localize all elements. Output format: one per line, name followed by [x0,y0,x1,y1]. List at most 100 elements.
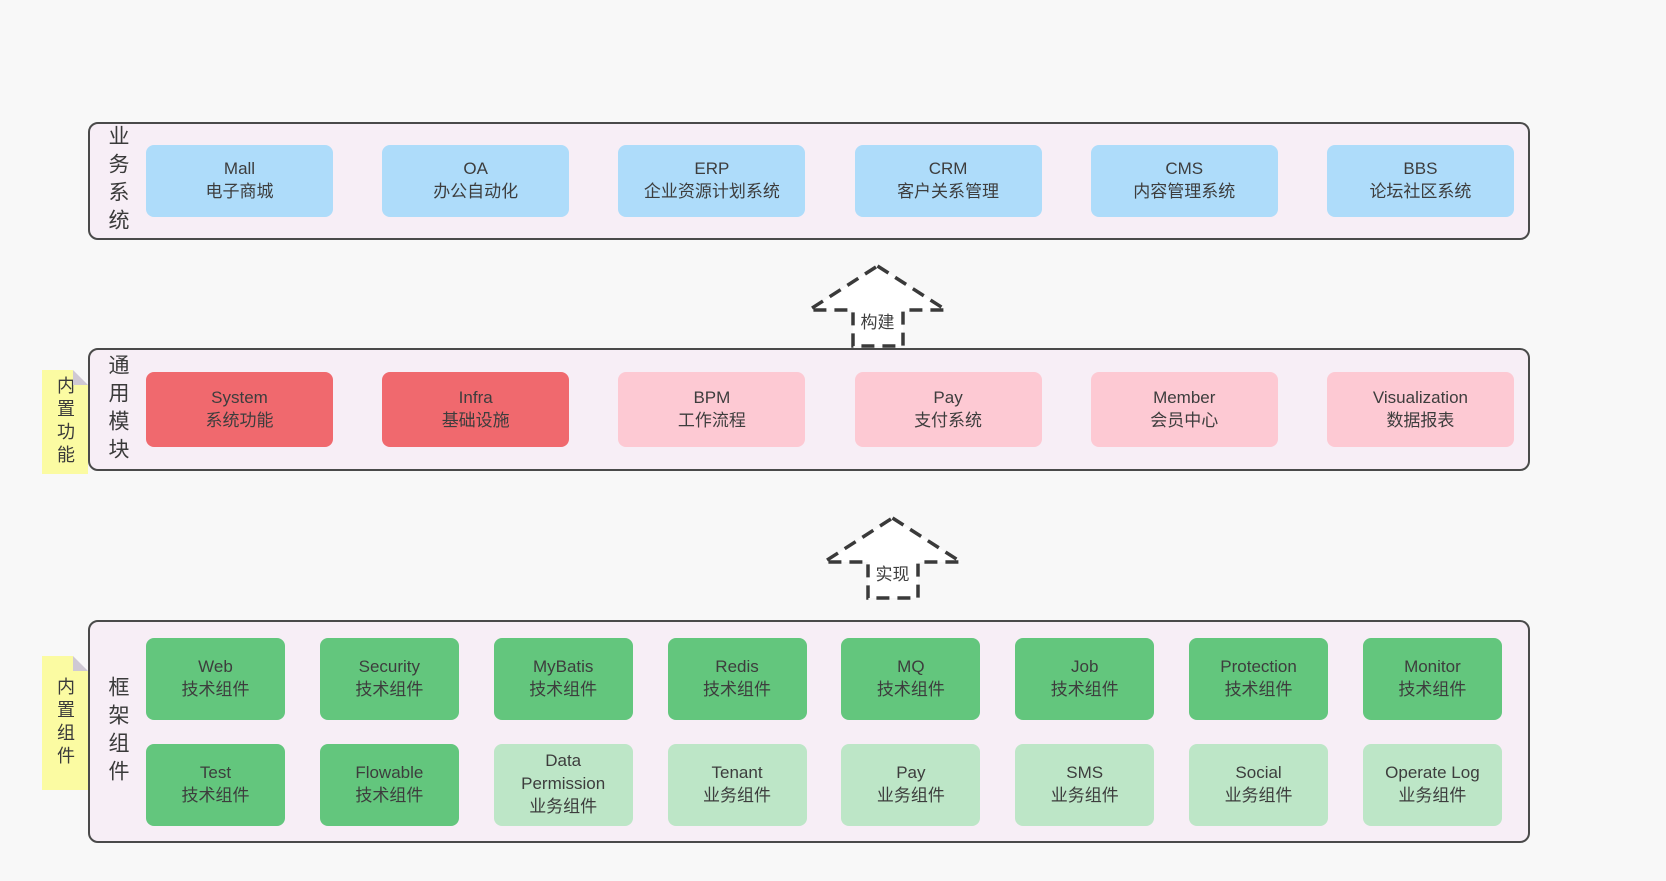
box-oa-zh: 办公自动化 [433,182,519,201]
box-security: Security 技术组件 [319,637,459,720]
framework-row-2: Test 技术组件 Flowable 技术组件 Data Permission … [146,743,1502,826]
box-security-en: Security [358,656,421,676]
arrow-implement: 实现 [822,516,963,602]
box-mall-zh: 电子商城 [205,182,274,201]
box-system-zh: 系统功能 [205,410,274,430]
box-web: Web 技术组件 [146,637,285,720]
box-pay-zh: 支付系统 [914,410,983,430]
box-mq: MQ 技术组件 [841,637,981,720]
framework-row-1: Web 技术组件 Security 技术组件 MyBatis 技术组件 Redi… [146,637,1502,720]
box-system: System 系统功能 [146,372,333,447]
box-infra-en: Infra [458,387,493,407]
box-mybatis-en: MyBatis [532,656,594,676]
box-mq-en: MQ [897,656,925,676]
box-redis-en: Redis [715,656,759,676]
box-data-permission-zh: 业务组件 [529,796,598,816]
box-tenant-en: Tenant [711,762,763,782]
box-mall-en: Mall [223,159,256,179]
box-crm: CRM 客户关系管理 [854,145,1042,217]
modules-boxes-row: System 系统功能 Infra 基础设施 BPM 工作流程 Pay 支付系统… [144,350,1528,469]
box-bbs-en: BBS [1403,159,1438,179]
box-bpm: BPM 工作流程 [618,372,806,447]
business-boxes-row: Mall 电子商城 OA 办公自动化 ERP 企业资源计划系统 CRM 客户关系… [144,124,1528,238]
box-infra: Infra 基础设施 [382,372,570,447]
box-member-zh: 会员中心 [1150,410,1219,430]
box-bbs: BBS 论坛社区系统 [1326,145,1514,217]
box-social-zh: 业务组件 [1224,785,1293,805]
box-protection-en: Protection [1220,656,1297,676]
box-visualization-en: Visualization [1372,387,1468,407]
box-visualization-zh: 数据报表 [1386,410,1455,430]
box-tenant-zh: 业务组件 [703,785,772,805]
box-pay-biz-zh: 业务组件 [876,785,945,805]
box-oa-en: OA [463,159,488,179]
box-bbs-zh: 论坛社区系统 [1369,182,1472,201]
box-mybatis: MyBatis 技术组件 [493,637,633,720]
box-bpm-en: BPM [693,387,731,407]
box-erp: ERP 企业资源计划系统 [618,145,806,217]
sticky-built-in-functions: 内置功能 [42,370,88,474]
box-erp-en: ERP [694,159,730,179]
box-flowable: Flowable 技术组件 [319,743,459,826]
box-data-permission: Data Permission 业务组件 [493,743,633,826]
sticky-built-in-components: 内置组件 [42,656,88,790]
box-pay: Pay 支付系统 [854,372,1042,447]
sticky-built-in-functions-label: 内置功能 [55,376,75,468]
box-tenant: Tenant 业务组件 [667,743,807,826]
box-mq-zh: 技术组件 [876,679,945,699]
up-arrow-icon [807,264,948,348]
box-social-en: Social [1235,762,1282,782]
box-test-en: Test [199,762,232,782]
box-redis: Redis 技术组件 [667,637,807,720]
arrow-build: 构建 [807,264,948,348]
box-redis-zh: 技术组件 [703,679,772,699]
box-pay-en: Pay [933,387,963,407]
layer-modules-label: 通用模块 [106,353,129,466]
box-member: Member 会员中心 [1090,372,1278,447]
box-system-en: System [211,387,268,407]
box-crm-zh: 客户关系管理 [897,182,1000,201]
box-sms: SMS 业务组件 [1015,743,1155,826]
box-oa: OA 办公自动化 [382,145,570,217]
box-monitor-en: Monitor [1404,656,1461,676]
box-monitor: Monitor 技术组件 [1362,637,1502,720]
box-visualization: Visualization 数据报表 [1326,372,1514,447]
layer-framework-label: 框架组件 [106,675,129,788]
box-protection-zh: 技术组件 [1224,679,1293,699]
box-operate-log: Operate Log 业务组件 [1362,743,1502,826]
arrow-build-label: 构建 [857,308,898,333]
box-flowable-zh: 技术组件 [355,785,424,805]
box-data-permission-en: Data Permission [521,751,606,794]
box-cms: CMS 内容管理系统 [1090,145,1278,217]
box-cms-zh: 内容管理系统 [1133,182,1236,201]
box-social: Social 业务组件 [1189,743,1329,826]
box-operate-log-en: Operate Log [1385,762,1480,782]
box-job: Job 技术组件 [1015,637,1155,720]
framework-rows: Web 技术组件 Security 技术组件 MyBatis 技术组件 Redi… [144,622,1528,841]
box-mall: Mall 电子商城 [146,145,333,217]
arrow-implement-label: 实现 [872,560,913,585]
box-member-en: Member [1153,387,1216,407]
box-crm-en: CRM [928,159,968,179]
up-arrow-icon [822,516,963,600]
box-protection: Protection 技术组件 [1189,637,1329,720]
box-erp-zh: 企业资源计划系统 [643,182,780,201]
box-flowable-en: Flowable [355,762,424,782]
box-pay-biz-en: Pay [896,762,926,782]
box-web-en: Web [198,656,233,676]
box-security-zh: 技术组件 [355,679,424,699]
box-sms-en: SMS [1066,762,1104,782]
box-bpm-zh: 工作流程 [677,410,746,430]
box-operate-log-zh: 业务组件 [1398,785,1467,805]
layer-business-systems: 业务系统 Mall 电子商城 OA 办公自动化 ERP 企业资源计划系统 CRM… [88,122,1530,240]
box-infra-zh: 基础设施 [441,410,510,430]
box-monitor-zh: 技术组件 [1398,679,1467,699]
layer-framework-components: 框架组件 Web 技术组件 Security 技术组件 MyBatis 技术组件… [88,620,1530,843]
sticky-built-in-components-label: 内置组件 [55,677,75,769]
box-pay-biz: Pay 业务组件 [841,743,981,826]
box-cms-en: CMS [1165,159,1204,179]
box-mybatis-zh: 技术组件 [529,679,598,699]
box-test-zh: 技术组件 [181,785,250,805]
layer-business-label: 业务系统 [106,125,129,237]
box-web-zh: 技术组件 [181,679,250,699]
